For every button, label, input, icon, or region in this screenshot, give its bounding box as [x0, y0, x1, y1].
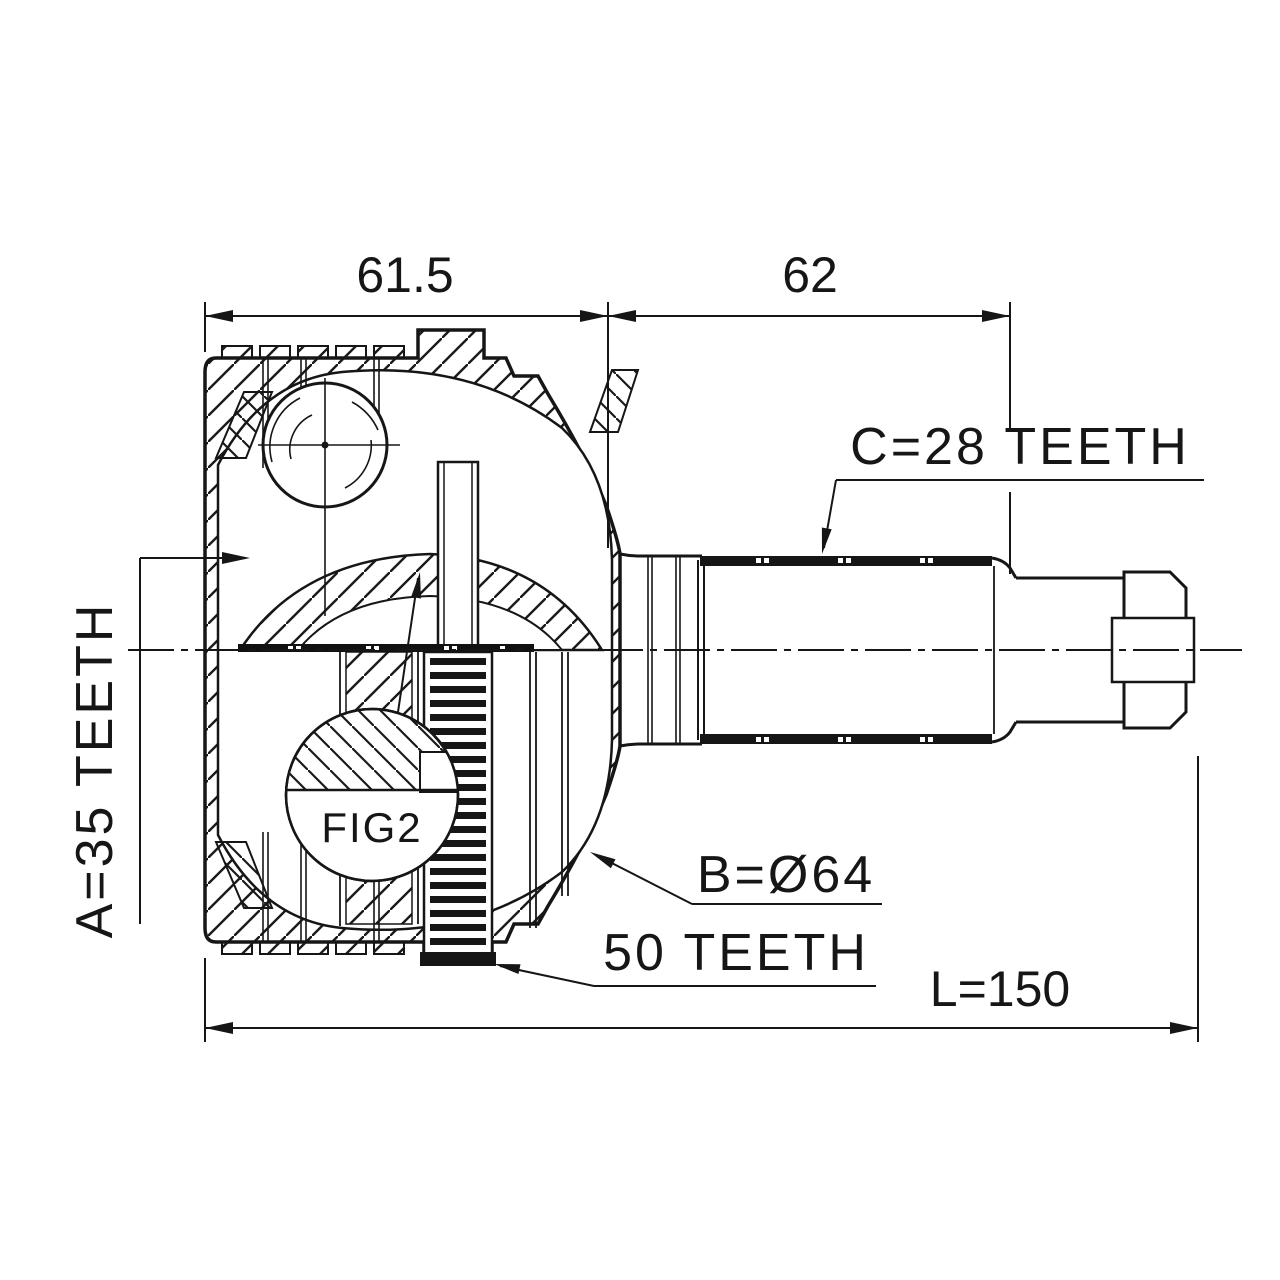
fig2-detail-bubble: FIG2	[284, 572, 460, 883]
ball-center-point	[321, 441, 329, 449]
abs-tone-ring	[420, 650, 496, 966]
inner-spline-teeth-label: A=35 TEETH	[66, 602, 124, 939]
tone-ring-bottom-cap	[420, 952, 496, 966]
dim-width-right-label: 62	[782, 247, 838, 303]
cage-sections	[214, 369, 640, 909]
inner-race-section	[237, 552, 605, 652]
race-spline-bar	[238, 644, 534, 652]
boot-groove-serrations-top	[221, 345, 405, 359]
race-dome-core	[295, 594, 565, 651]
fig2-leader-arrow	[411, 572, 421, 599]
spline-tick-marks	[756, 558, 933, 742]
dimension-arrows	[205, 310, 1198, 1034]
tone-ring-teeth	[430, 658, 486, 945]
outer-spline-teeth-label: C=28 TEETH	[850, 418, 1190, 476]
boot-groove-serrations-bottom	[221, 941, 405, 955]
body-diameter-label: B=Ø64	[697, 846, 875, 904]
dimension-text: 61.5 62 C=28 TEETH A=35 TEETH B=Ø64 50 T…	[66, 247, 1190, 1017]
fig2-leader-line	[397, 577, 419, 713]
fig2-label: FIG2	[321, 804, 422, 851]
total-length-label: L=150	[930, 961, 1070, 1017]
ball-bearing	[258, 378, 400, 616]
abs-ring-teeth-label: 50 TEETH	[603, 924, 869, 982]
cage-ring-strip	[436, 460, 480, 652]
dim-width-left-label: 61.5	[356, 247, 453, 303]
